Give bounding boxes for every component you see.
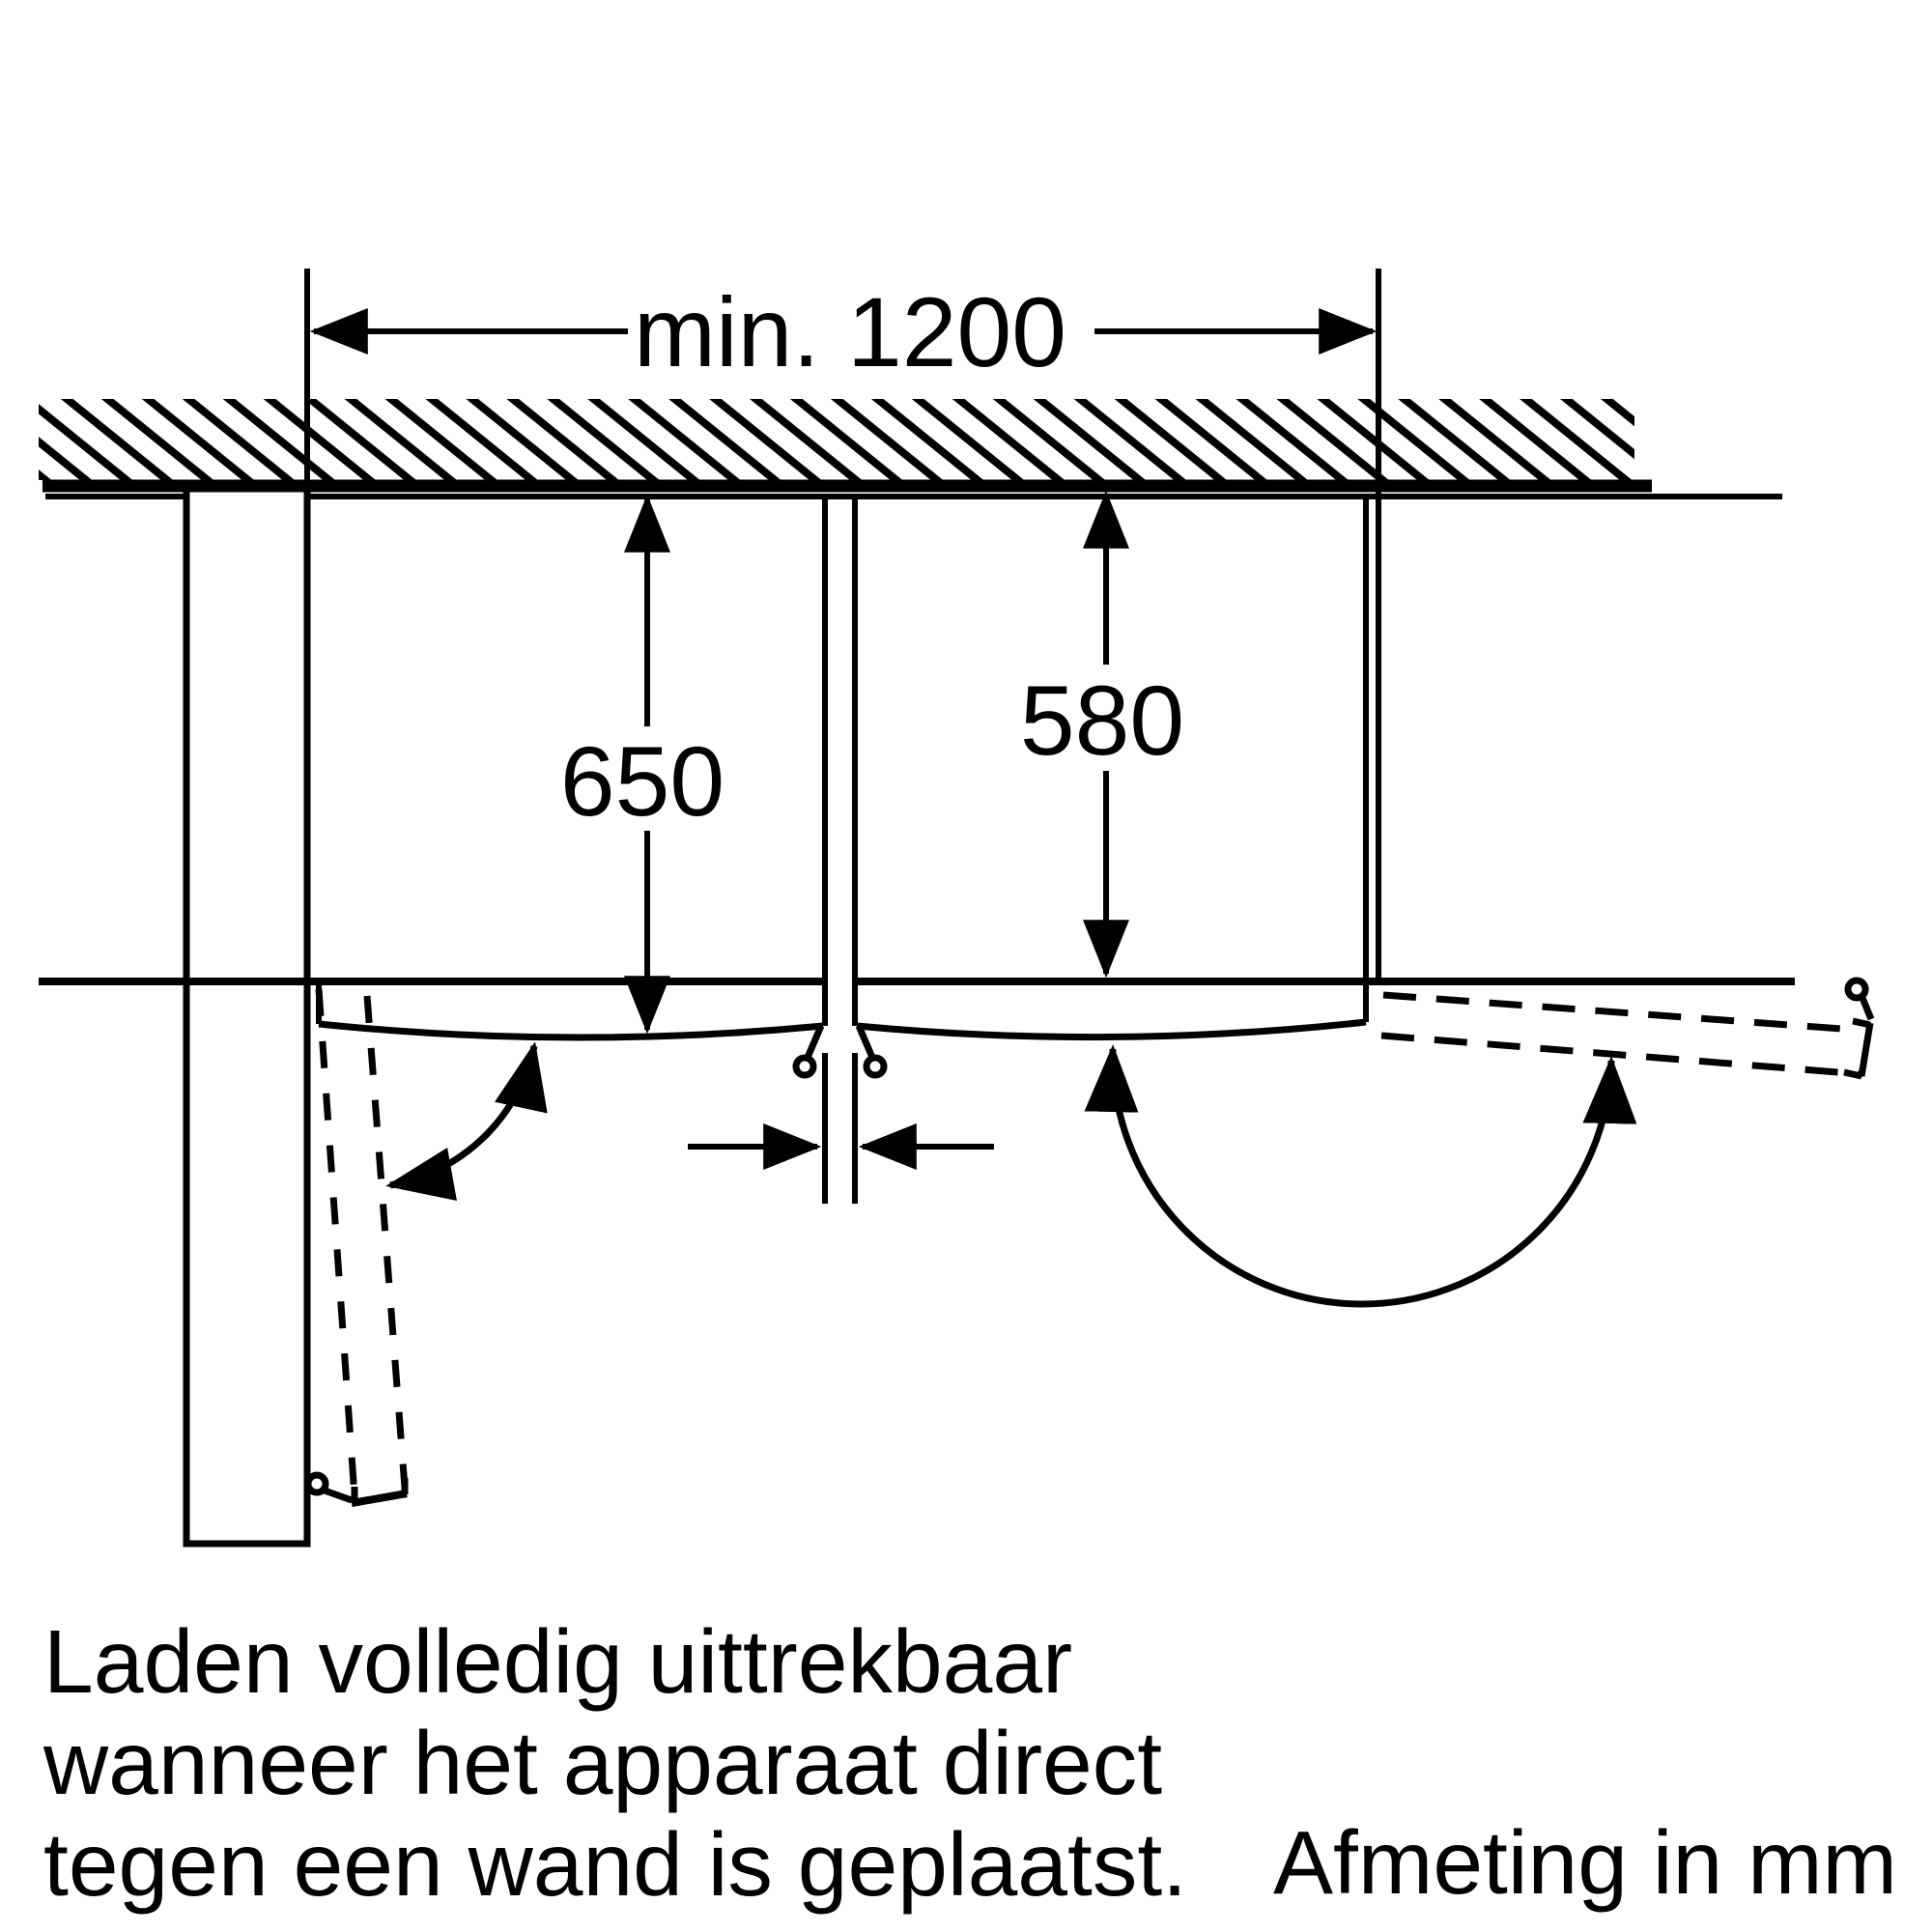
left-side-wall <box>183 479 311 1548</box>
left-door-handle-icon <box>792 1054 817 1079</box>
left-door-open-end-cap <box>351 1490 408 1507</box>
left-door-handle-stem <box>803 1024 825 1062</box>
right-door-open-edge-top <box>1382 991 1856 1034</box>
right-door-open-handle-stem <box>1859 996 1875 1021</box>
left-door-open-handle-stem <box>323 1487 354 1504</box>
left-door-open-edge-inner <box>315 988 358 1497</box>
right-door-open-cap-ticks <box>1843 1017 1871 1080</box>
left-door-swing-arc <box>385 1041 548 1202</box>
left-door-closed <box>318 1020 824 1041</box>
right-door-open-end-cap <box>1858 1022 1874 1077</box>
center-divider <box>822 495 858 1026</box>
label-depth-580: 580 <box>1020 666 1184 776</box>
right-door-handle-stem <box>855 1024 877 1062</box>
right-door-swing-arc <box>1084 1044 1637 1308</box>
caption-line-3: tegen een wand is geplaatst. <box>43 1814 1187 1915</box>
wall-hatch <box>39 399 1634 480</box>
left-door-open-cap-ticks <box>351 1478 409 1503</box>
right-door-closed <box>856 1018 1367 1041</box>
gap-extension-lines <box>822 1053 858 1204</box>
label-depth-650: 650 <box>560 726 724 837</box>
right-door-open-edge-bottom <box>1380 1032 1863 1078</box>
right-door-open-handle-icon <box>1844 977 1869 1002</box>
right-door-handle-icon <box>863 1054 888 1079</box>
left-door-open-edge-outer <box>363 995 409 1489</box>
caption-line-1: Laden volledig uittrekbaar <box>43 1611 1072 1712</box>
label-niche-width: min. 1200 <box>634 277 1066 387</box>
caption-line-2: wanneer het apparaat direct <box>43 1713 1162 1813</box>
units-note: Afmeting in mm <box>1273 1812 1897 1913</box>
left-door-open-handle-icon <box>304 1471 329 1496</box>
